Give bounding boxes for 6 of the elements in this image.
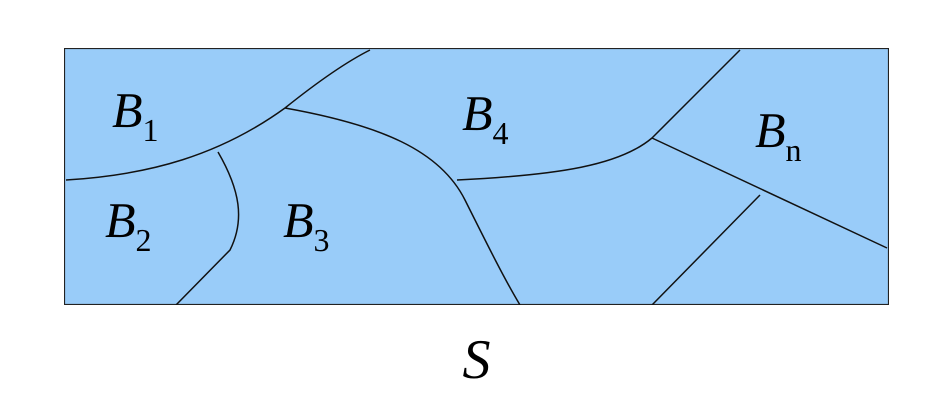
region-label: B$_{n}$ bbox=[755, 105, 802, 166]
region-label: B$_{2}$ bbox=[105, 195, 152, 256]
region-label: B$_{1}$ bbox=[112, 85, 159, 146]
set-label: S bbox=[462, 332, 492, 388]
region-label: B$_{3}$ bbox=[283, 195, 330, 256]
region-label: B$_{4}$ bbox=[462, 88, 509, 149]
